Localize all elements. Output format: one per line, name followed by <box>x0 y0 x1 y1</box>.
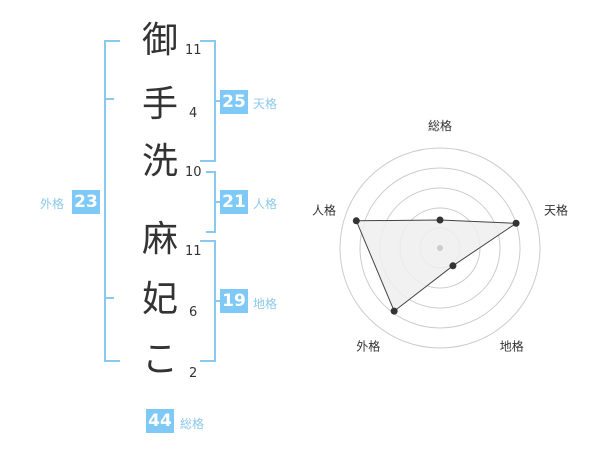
gaikaku-bracket <box>104 40 120 362</box>
radar-point-2 <box>512 219 520 227</box>
soukaku-label: 総格 <box>180 417 205 431</box>
bracket-tick <box>214 100 220 102</box>
name-char-1: 御 <box>141 20 178 61</box>
jinkaku-badge: 21 <box>220 190 248 214</box>
tenkaku-label: 天格 <box>253 97 278 111</box>
bracket-tick <box>104 98 114 100</box>
gaikaku-badge: 23 <box>72 190 100 214</box>
jinkaku-label: 人格 <box>253 197 278 211</box>
radar-axis-label-5: 人格 <box>312 202 336 217</box>
gaikaku-label: 外格 <box>40 197 65 211</box>
bracket-tick <box>214 201 220 203</box>
name-char-2: 手 <box>141 84 178 125</box>
name-char-4: 麻 <box>141 219 178 260</box>
radar-axis-label-1: 総格 <box>428 118 452 133</box>
name-panel: 御 手 洗 麻 妃 こ 11 4 10 11 6 2 25 天格 21 人格 1… <box>40 20 278 433</box>
name-char-5: 妃 <box>141 279 178 320</box>
bracket-tick <box>104 297 114 299</box>
radar-grid-ring <box>339 147 541 349</box>
radar-axis-label-4: 外格 <box>356 339 380 354</box>
tenkaku-badge: 25 <box>220 90 248 114</box>
radar-point-5 <box>352 217 360 225</box>
stroke-count-5: 6 <box>189 305 198 320</box>
bracket-tick <box>214 300 220 302</box>
name-char-6: こ <box>141 339 178 380</box>
radar-point-1 <box>436 216 444 224</box>
radar-grid-ring <box>359 167 521 329</box>
radar-center-dot <box>437 245 443 251</box>
chikaku-label: 地格 <box>253 297 278 311</box>
radar-point-4 <box>390 307 398 315</box>
stroke-count-1: 11 <box>185 43 202 58</box>
soukaku-badge: 44 <box>146 409 174 433</box>
radar-axis-label-3: 地格 <box>500 339 524 354</box>
radar-point-3 <box>449 262 457 270</box>
stroke-count-2: 4 <box>189 106 198 121</box>
radar-axis-label-2: 天格 <box>544 202 568 217</box>
stroke-count-4: 11 <box>185 244 202 259</box>
radar-data-polygon <box>355 219 518 312</box>
name-char-3: 洗 <box>141 141 178 182</box>
chikaku-badge: 19 <box>220 289 248 313</box>
stroke-count-6: 2 <box>189 366 198 381</box>
stroke-count-3: 10 <box>185 165 202 180</box>
